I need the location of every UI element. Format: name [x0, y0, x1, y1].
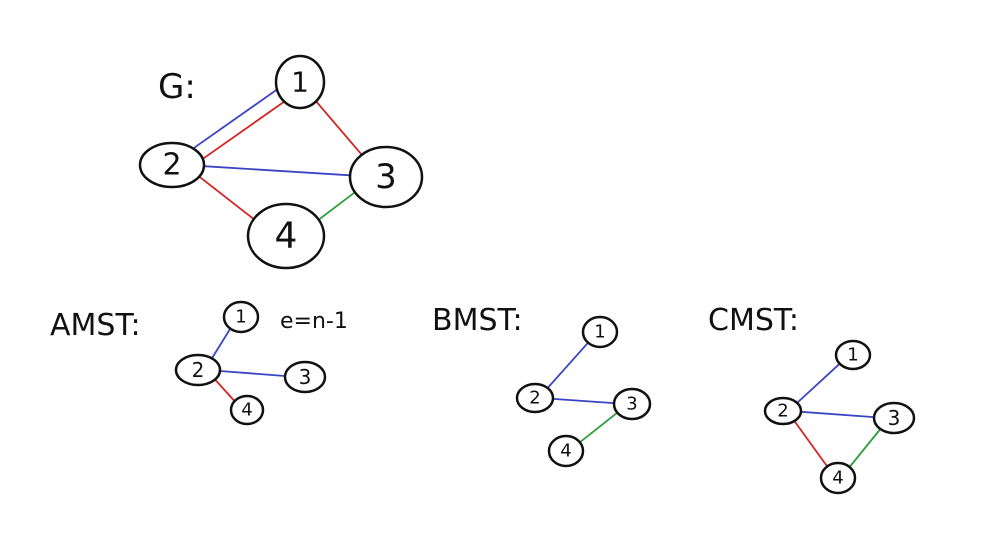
edge-3-4-green [317, 191, 356, 221]
edge-3-4-green [578, 411, 619, 444]
node-4: 4 [246, 202, 326, 270]
node-2: 2 [515, 382, 555, 414]
node-label: 1 [594, 322, 605, 343]
node-2: 2 [763, 396, 803, 426]
node-3: 3 [348, 145, 424, 209]
node-label: 4 [832, 468, 843, 489]
node-label: 4 [560, 441, 571, 462]
node-label: 1 [847, 345, 858, 366]
node-label: 3 [375, 157, 397, 197]
node-3: 3 [872, 401, 916, 435]
edge-2-3-blue [219, 370, 286, 377]
node-circle [246, 202, 326, 270]
node-label: 4 [275, 216, 298, 257]
edge-1-2-blue [210, 327, 232, 360]
node-label: 2 [162, 148, 181, 183]
node-3: 3 [283, 360, 327, 394]
node-circle [274, 54, 326, 110]
node-4: 4 [819, 461, 857, 495]
node-circle [547, 434, 585, 468]
node-circle [515, 382, 555, 414]
edge-1-2-blue [193, 89, 277, 149]
edge-2-3-blue [552, 397, 615, 405]
node-label: 1 [235, 307, 246, 328]
node-label: 2 [192, 358, 205, 382]
node-circle [834, 339, 872, 371]
node-label: 1 [291, 66, 309, 99]
node-circle [229, 394, 265, 426]
graph-label-bmst: BMST: [432, 303, 523, 338]
edge-2-4-red [214, 378, 236, 403]
graph-g: G: 1 2 3 4 [138, 54, 424, 270]
node-circle [581, 315, 619, 349]
graph-label-amst: AMST: [50, 308, 141, 343]
node-2: 2 [138, 141, 206, 189]
node-label: 2 [777, 401, 788, 422]
node-3: 3 [612, 387, 652, 421]
node-label: 3 [626, 394, 637, 415]
graph-amst: AMST: e=n-1 1 2 3 4 [50, 300, 348, 426]
edge-1-2-red [201, 101, 285, 160]
graph-label-g: G: [158, 67, 196, 107]
edge-1-2-blue [796, 362, 841, 404]
edge-2-3-blue [800, 410, 875, 419]
node-label: 4 [241, 400, 252, 421]
node-1: 1 [222, 300, 260, 334]
node-circle [222, 300, 260, 334]
node-1: 1 [581, 315, 619, 349]
node-circle [612, 387, 652, 421]
node-1: 1 [834, 339, 872, 371]
node-4: 4 [547, 434, 585, 468]
node-circle [138, 141, 206, 189]
edge-1-3-red [315, 100, 363, 156]
node-1: 1 [274, 54, 326, 110]
node-circle [348, 145, 424, 209]
edge-3-4-green [848, 428, 882, 468]
node-2: 2 [174, 353, 222, 387]
node-label: 3 [299, 365, 312, 389]
edge-2-4-red [198, 175, 255, 221]
node-circle [283, 360, 327, 394]
graph-bmst: BMST: 1 2 3 4 [432, 303, 652, 468]
node-circle [872, 401, 916, 435]
node-circle [174, 353, 222, 387]
node-circle [763, 396, 803, 426]
node-label: 3 [888, 406, 901, 430]
graph-note-amst: e=n-1 [280, 309, 348, 334]
edge-2-4-red [793, 420, 829, 468]
node-label: 2 [529, 388, 540, 409]
node-4: 4 [229, 394, 265, 426]
graph-cmst: CMST: 1 2 3 4 [708, 303, 916, 495]
node-circle [819, 461, 857, 495]
graph-label-cmst: CMST: [708, 303, 799, 338]
edge-2-3-blue [202, 165, 352, 177]
edge-1-2-blue [546, 341, 589, 389]
